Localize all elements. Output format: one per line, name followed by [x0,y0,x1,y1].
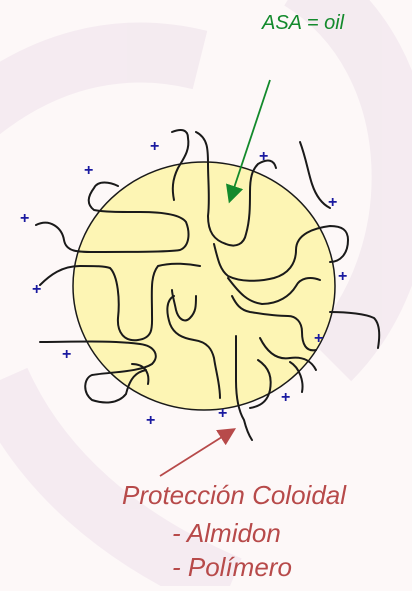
charge-plus: + [20,210,29,227]
charge-plus: + [150,138,159,155]
charge-plus: + [62,346,71,363]
charge-plus: + [259,148,268,165]
charge-plus: + [281,389,290,406]
protection-arrow [160,430,233,476]
charge-plus: + [218,405,227,422]
charge-plus: + [314,330,323,347]
charge-plus: + [338,268,347,285]
protection-item: - Almidon [172,518,281,549]
charge-plus: + [84,162,93,179]
protection-title: Protección Coloidal [122,480,346,511]
polymer-chain [300,142,330,208]
charge-plus: + [146,412,155,429]
protection-item: - Polímero [172,552,292,583]
charge-plus: + [32,281,41,298]
charge-plus: + [328,194,337,211]
oil-label: ASA = oil [262,12,344,35]
